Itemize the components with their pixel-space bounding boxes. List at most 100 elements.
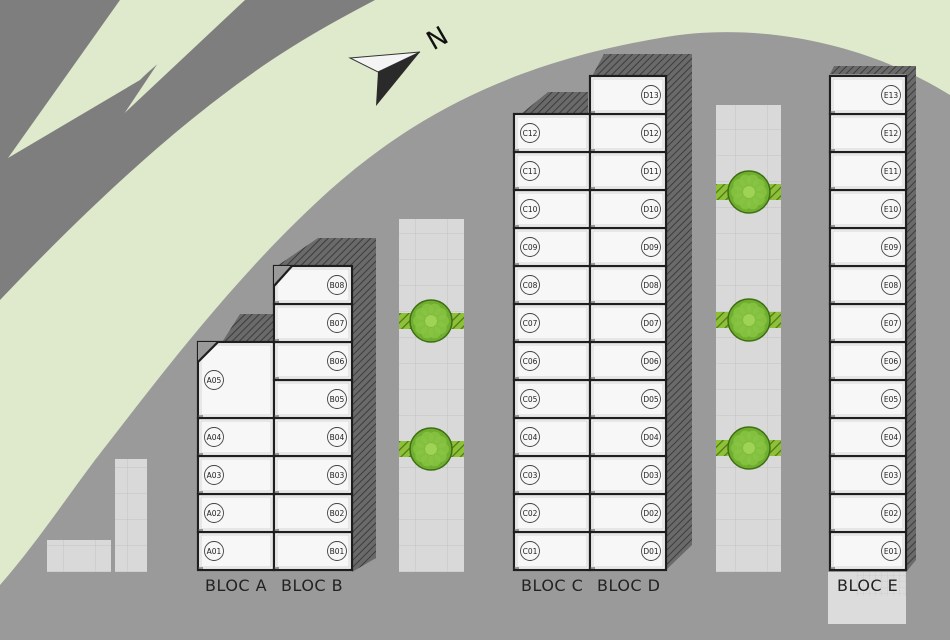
unit-label: A03 — [207, 471, 222, 480]
unit-c07[interactable]: C07 — [512, 302, 592, 344]
unit-e05[interactable]: E05 — [828, 378, 908, 420]
unit-c03[interactable]: C03 — [512, 454, 592, 496]
unit-b02[interactable]: B02 — [272, 492, 354, 534]
unit-tag-circle — [327, 465, 347, 485]
bloc-label-a: BLOC A — [205, 576, 268, 595]
unit-tag-circle — [641, 427, 661, 447]
unit-d04[interactable]: D04 — [588, 416, 668, 458]
unit-tag-circle — [520, 161, 540, 181]
unit-e02[interactable]: E02 — [828, 492, 908, 534]
unit-tag-circle — [641, 85, 661, 105]
unit-c10[interactable]: C10 — [512, 188, 592, 230]
unit-d12[interactable]: D12 — [588, 112, 668, 154]
unit-tag-circle — [881, 161, 901, 181]
unit-a02[interactable]: A02 — [196, 492, 276, 534]
unit-tag-circle — [641, 237, 661, 257]
bloc-label-e: BLOC E — [837, 576, 899, 595]
unit-tag-circle — [327, 313, 347, 333]
unit-label: D09 — [643, 243, 659, 252]
unit-e10[interactable]: E10 — [828, 188, 908, 230]
unit-tag-circle — [327, 503, 347, 523]
unit-tag-circle — [327, 275, 347, 295]
unit-c02[interactable]: C02 — [512, 492, 592, 534]
unit-b03[interactable]: B03 — [272, 454, 354, 496]
unit-label: C01 — [523, 547, 538, 556]
unit-d10[interactable]: D10 — [588, 188, 668, 230]
unit-tag-circle — [204, 370, 224, 390]
unit-c05[interactable]: C05 — [512, 378, 592, 420]
unit-tag-circle — [881, 123, 901, 143]
unit-d06[interactable]: D06 — [588, 340, 668, 382]
unit-label: D12 — [643, 129, 659, 138]
unit-tag-circle — [641, 541, 661, 561]
unit-tag-circle — [881, 503, 901, 523]
unit-c01[interactable]: C01 — [512, 530, 592, 572]
unit-label: D05 — [643, 395, 659, 404]
unit-label: C05 — [523, 395, 538, 404]
unit-b06[interactable]: B06 — [272, 340, 354, 382]
unit-d08[interactable]: D08 — [588, 264, 668, 306]
unit-b04[interactable]: B04 — [272, 416, 354, 458]
unit-a04[interactable]: A04 — [196, 416, 276, 458]
unit-e12[interactable]: E12 — [828, 112, 908, 154]
unit-d02[interactable]: D02 — [588, 492, 668, 534]
unit-a05[interactable]: A05 — [196, 340, 276, 420]
unit-tag-circle — [881, 275, 901, 295]
unit-tag-circle — [641, 503, 661, 523]
unit-label: D10 — [643, 205, 659, 214]
unit-c12[interactable]: C12 — [512, 112, 592, 154]
unit-label: B07 — [330, 319, 345, 328]
unit-tag-circle — [881, 313, 901, 333]
unit-c09[interactable]: C09 — [512, 226, 592, 268]
unit-label: E08 — [884, 281, 899, 290]
shadow-bloc-ab — [274, 238, 376, 572]
unit-d03[interactable]: D03 — [588, 454, 668, 496]
unit-label: C08 — [523, 281, 538, 290]
unit-e01[interactable]: E01 — [828, 530, 908, 572]
unit-label: B06 — [330, 357, 345, 366]
unit-a01[interactable]: A01 — [196, 530, 276, 572]
tree-icon — [716, 170, 781, 214]
unit-tag-circle — [641, 275, 661, 295]
unit-b05[interactable]: B05 — [272, 378, 354, 420]
unit-tag-circle — [881, 85, 901, 105]
unit-label: C09 — [523, 243, 538, 252]
unit-b01[interactable]: B01 — [272, 530, 354, 572]
unit-tag-circle — [641, 313, 661, 333]
unit-e09[interactable]: E09 — [828, 226, 908, 268]
unit-d05[interactable]: D05 — [588, 378, 668, 420]
unit-label: E11 — [884, 167, 899, 176]
unit-e07[interactable]: E07 — [828, 302, 908, 344]
unit-tag-circle — [520, 541, 540, 561]
unit-label: C12 — [523, 129, 538, 138]
unit-e04[interactable]: E04 — [828, 416, 908, 458]
unit-d01[interactable]: D01 — [588, 530, 668, 572]
unit-c11[interactable]: C11 — [512, 150, 592, 192]
unit-tag-circle — [204, 465, 224, 485]
unit-c08[interactable]: C08 — [512, 264, 592, 306]
unit-tag-circle — [520, 427, 540, 447]
unit-d09[interactable]: D09 — [588, 226, 668, 268]
unit-c04[interactable]: C04 — [512, 416, 592, 458]
unit-label: E09 — [884, 243, 899, 252]
unit-e13[interactable]: E13 — [828, 74, 908, 116]
unit-label: E07 — [884, 319, 899, 328]
unit-label: E02 — [884, 509, 899, 518]
unit-tag-circle — [327, 427, 347, 447]
unit-e03[interactable]: E03 — [828, 454, 908, 496]
unit-tag-circle — [641, 123, 661, 143]
unit-label: B03 — [330, 471, 345, 480]
unit-e08[interactable]: E08 — [828, 264, 908, 306]
unit-d13[interactable]: D13 — [588, 74, 668, 116]
unit-e06[interactable]: E06 — [828, 340, 908, 382]
unit-d11[interactable]: D11 — [588, 150, 668, 192]
unit-a03[interactable]: A03 — [196, 454, 276, 496]
unit-label: C06 — [523, 357, 538, 366]
unit-c06[interactable]: C06 — [512, 340, 592, 382]
unit-b07[interactable]: B07 — [272, 302, 354, 344]
unit-d07[interactable]: D07 — [588, 302, 668, 344]
unit-e11[interactable]: E11 — [828, 150, 908, 192]
unit-label: D03 — [643, 471, 659, 480]
unit-tag-circle — [881, 541, 901, 561]
